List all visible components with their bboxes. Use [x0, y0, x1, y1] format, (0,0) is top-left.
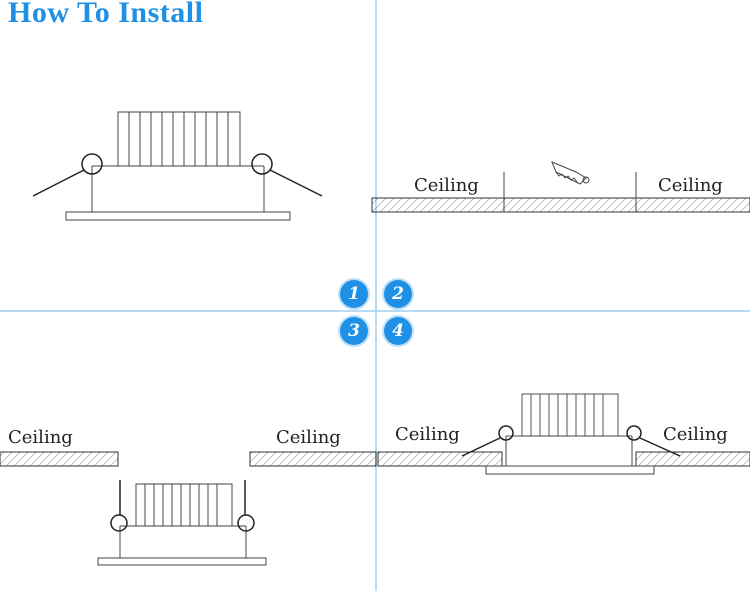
- ceiling-label-step4-right: Ceiling: [663, 424, 728, 445]
- ceiling-label-step2-right: Ceiling: [658, 175, 723, 196]
- step-1-downlight: [32, 111, 323, 221]
- trim-ring: [97, 557, 267, 566]
- heatsink-fins: [521, 393, 619, 437]
- step-badge-3: 3: [340, 317, 368, 345]
- spring-clip-right: [251, 153, 273, 175]
- step-2-ceiling: [371, 161, 750, 213]
- step-badge-4: 4: [384, 317, 412, 345]
- heatsink-fins: [117, 111, 241, 167]
- ceiling-label-step3-right: Ceiling: [276, 427, 341, 448]
- ceiling-label-step2-left: Ceiling: [414, 175, 479, 196]
- spring-clip-left: [498, 425, 514, 441]
- heatsink-fins: [135, 483, 233, 527]
- step-badge-2: 2: [384, 280, 412, 308]
- trim-ring: [65, 211, 291, 221]
- step-4-installed: [377, 393, 750, 475]
- ceiling-label-step3-left: Ceiling: [8, 427, 73, 448]
- spring-clip-right: [626, 425, 642, 441]
- ceiling-label-step4-left: Ceiling: [395, 424, 460, 445]
- spring-clip-right: [237, 514, 255, 532]
- spring-clip-left: [81, 153, 103, 175]
- step-badge-1: 1: [340, 280, 368, 308]
- page-title: How To Install: [8, 0, 204, 29]
- saw-icon: [551, 161, 590, 185]
- step-3-insert: [0, 451, 377, 566]
- trim-ring: [485, 465, 655, 475]
- spring-clip-left: [110, 514, 128, 532]
